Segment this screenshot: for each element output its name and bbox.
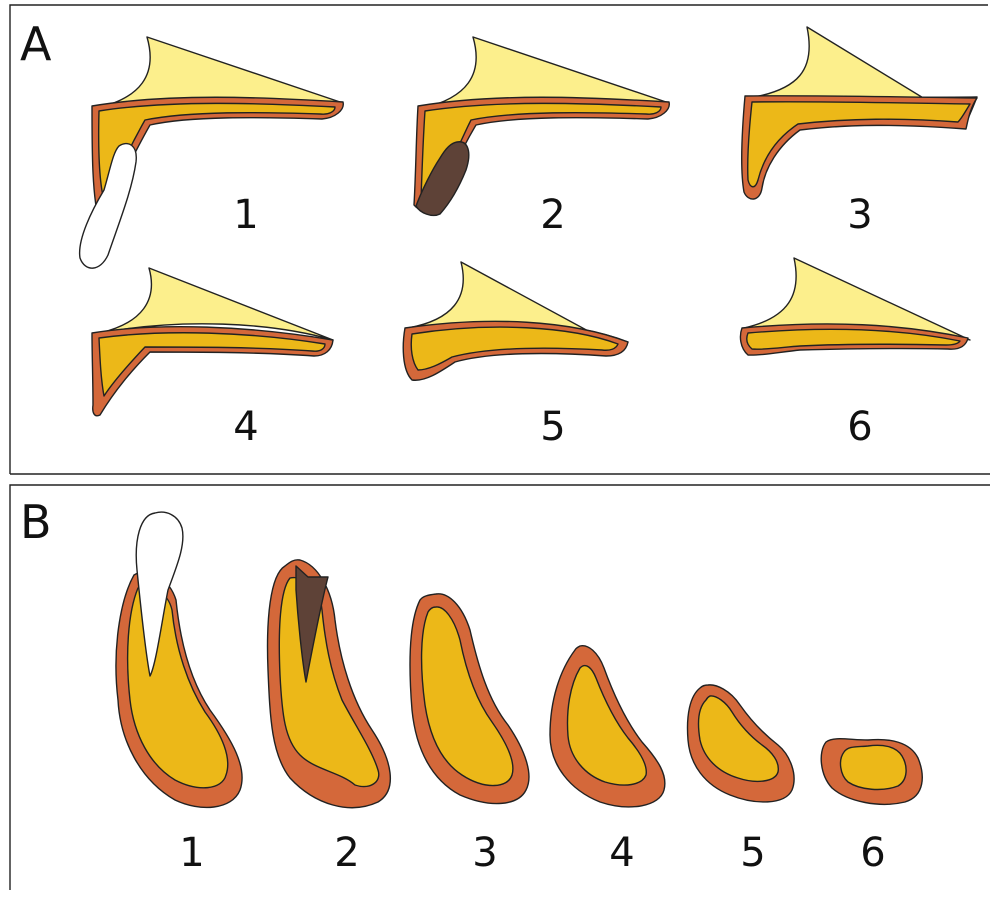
panel-a-item-2: 2 [414,37,669,238]
b4-label: 4 [609,830,634,876]
b5-label: 5 [740,830,765,876]
panel-b-item-5: 5 [688,685,795,876]
panel-b-item-2: 2 [268,560,391,876]
b3-label: 3 [472,830,497,876]
panel-a-item-6: 6 [740,258,970,450]
panel-a-item-4: 4 [92,268,333,450]
a6-label: 6 [847,404,872,450]
a5-label: 5 [540,404,565,450]
panel-a: A 1 2 3 4 [10,5,990,474]
panel-b-item-4: 4 [550,646,665,876]
b6-label: 6 [860,830,885,876]
panel-a-item-3: 3 [742,27,977,238]
b2-label: 2 [334,830,359,876]
a2-label: 2 [540,192,565,238]
panel-b-item-3: 3 [410,594,529,876]
panel-b-item-6: 6 [821,739,922,876]
panel-b: B 1 2 3 4 5 [10,485,990,890]
b1-label: 1 [179,830,204,876]
a4-label: 4 [233,404,258,450]
panel-a-letter: A [20,17,52,71]
b6-pulp [841,745,907,789]
panel-b-letter: B [20,495,52,549]
panel-b-item-1: 1 [116,512,242,876]
a1-label: 1 [233,192,258,238]
panel-a-item-5: 5 [403,262,628,450]
a3-label: 3 [847,192,872,238]
panel-a-item-1: 1 [80,37,344,268]
